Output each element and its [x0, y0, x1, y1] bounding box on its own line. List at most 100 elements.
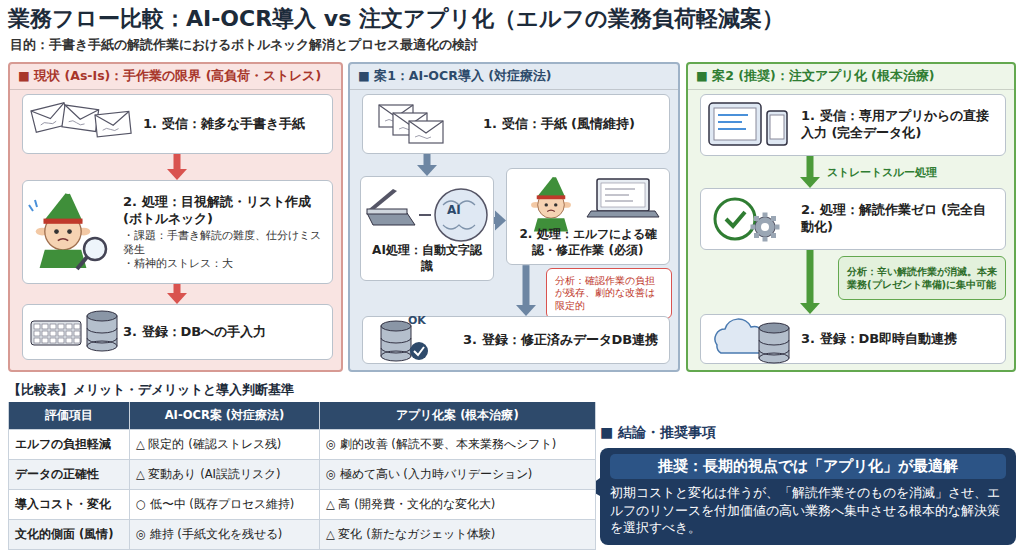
icon-part — [67, 229, 72, 234]
icon-part — [770, 115, 784, 139]
table-cell: ◎ 極めて高い (入力時バリデーション) — [320, 460, 596, 490]
icon-part — [367, 209, 407, 214]
flow-arrow — [800, 156, 820, 188]
icon-part — [34, 338, 40, 343]
step-icon — [369, 97, 469, 149]
icon-label: AI — [447, 203, 461, 217]
icon-part — [552, 172, 558, 178]
arrow-shaft — [494, 217, 495, 224]
arrow-shaft — [424, 154, 431, 165]
recommendation: 推奨：長期的視点では「アプリ化」が最適解 — [610, 454, 1006, 479]
icon-part — [759, 323, 789, 333]
process-box: 1. 受信：雑多な手書き手紙 — [22, 94, 333, 154]
icon-part — [754, 216, 759, 221]
icon-part — [767, 111, 787, 145]
conclusion-body: 初期コストと変化は伴うが、「解読作業そのものを消滅」させ、エルフのリソースを付加… — [610, 484, 1006, 537]
icon-part — [34, 324, 40, 329]
icon-part — [771, 216, 776, 221]
icon-part — [62, 105, 99, 132]
icon-part — [66, 331, 72, 336]
icon-part — [761, 223, 769, 231]
icon-part — [537, 175, 566, 198]
panel-heading: ■ 案2 (推奨)：注文アプリ化 (根本治療) — [688, 64, 1014, 90]
icon-part — [369, 189, 397, 209]
icon-part — [66, 338, 72, 343]
process-box: 3. 登録：DB即時自動連携 — [700, 314, 1006, 364]
arrow-head — [167, 169, 187, 180]
icon-part — [726, 212, 745, 226]
node-text: 2. 処理：解読作業ゼロ (完全自動化) — [801, 202, 997, 236]
table-cell: 導入コスト・変化 — [8, 490, 130, 520]
step-icon — [705, 99, 795, 151]
panel-heading: ■ 案1：AI-OCR導入 (対症療法) — [350, 64, 678, 90]
icon-part — [95, 111, 131, 136]
icon-part — [50, 324, 56, 329]
node-text: 分析：確認作業の負担が残存、劇的な改善は限定的 — [555, 275, 663, 312]
flow-arrow — [417, 154, 437, 176]
node-text: ・精神的ストレス：大 — [123, 256, 324, 270]
icon-part — [367, 213, 415, 225]
arrow-head — [417, 165, 437, 176]
icon-part — [58, 331, 64, 336]
analysis-callout: 分析：確認作業の負担が残存、劇的な改善は限定的 — [546, 268, 672, 319]
process-box: 1. 受信：手紙 (風情維持) — [362, 94, 670, 154]
arrow-shaft — [807, 250, 814, 303]
icon-part — [87, 328, 117, 343]
icon-part — [42, 331, 48, 336]
node-text: 1. 受信：手紙 (風情維持) — [483, 116, 661, 133]
icon-part — [537, 195, 566, 199]
icon-part — [545, 203, 548, 206]
process-box: 2. 処理：解読作業ゼロ (完全自動化) — [700, 188, 1006, 250]
conclusion-heading: ■ 結論・推奨事項 — [600, 424, 1016, 442]
icon-part — [435, 189, 487, 241]
node-text: 3. 登録：DBへの手入力 — [123, 324, 324, 341]
process-box: 3. 登録：DBへの手入力 — [22, 304, 333, 360]
table-cell: ○ 低〜中 (既存プロセス維持) — [130, 490, 320, 520]
node-text: 1. 受信：雑多な手書き手紙 — [143, 116, 324, 133]
icon-part — [443, 201, 475, 229]
icon-part — [40, 120, 56, 127]
icon-part — [54, 229, 59, 234]
icon-part — [597, 179, 649, 211]
panel-heading: ■ 現状 (As-Is)：手作業の限界 (高負荷・ストレス) — [10, 64, 341, 90]
step-icon — [25, 187, 115, 277]
table-cell: データの正確性 — [8, 460, 130, 490]
step-icon — [705, 317, 795, 363]
icon-part — [554, 203, 557, 206]
arrow-head — [516, 305, 536, 316]
node-text: 分析：辛い解読作業が消滅。本来業務(プレゼント準備)に集中可能 — [847, 265, 997, 291]
process-box: 1. 受信：専用アプリからの直接入力 (完全データ化) — [700, 94, 1006, 156]
node-text: AI処理：自動文字認識 — [369, 243, 485, 274]
diagram-title: 業務フロー比較：AI-OCR導入 vs 注文アプリ化（エルフの業務負荷軽減案） — [8, 4, 784, 34]
icon-label: OK — [408, 314, 426, 327]
analysis-note: 分析：辛い解読作業が消滅。本来業務(プレゼント準備)に集中可能 — [838, 256, 1006, 300]
conclusion-box: ■ 結論・推奨事項推奨：長期的視点では「アプリ化」が最適解初期コストと変化は伴う… — [600, 424, 1016, 545]
node-text: 3. 登録：DB即時自動連携 — [801, 331, 997, 348]
table-cell: ◎ 劇的改善 (解読不要、本来業務へシフト) — [320, 430, 596, 460]
table-title: 【比較表】メリット・デメリットと導入判断基準 — [8, 381, 294, 399]
table-header: アプリ化案 (根本治療) — [320, 402, 596, 430]
icon-part — [42, 338, 48, 343]
icon-part — [87, 311, 117, 321]
step-icon — [363, 179, 493, 243]
icon-part — [74, 331, 80, 336]
icon-part — [531, 172, 571, 232]
icon-part — [50, 338, 56, 343]
step-icon — [705, 193, 795, 245]
node-text: 3. 登録：修正済みデータDB連携 — [463, 332, 661, 349]
arrow-head — [495, 211, 506, 231]
icon-part — [601, 183, 645, 207]
table-cell: △ 限定的 (確認ストレス残) — [130, 430, 320, 460]
icon-part — [31, 103, 67, 123]
icon-part — [42, 324, 48, 329]
icon-part — [74, 324, 80, 329]
icon-part — [415, 136, 431, 139]
node-text: 2. 処理：エルフによる確認・修正作業 (必須) — [515, 227, 661, 258]
arrow-head — [800, 303, 820, 314]
icon-part — [605, 189, 635, 201]
step-icon — [511, 171, 661, 227]
icon-part — [547, 210, 555, 211]
step-icon — [27, 97, 137, 153]
arrow-head — [800, 177, 820, 188]
icon-part — [36, 186, 91, 268]
